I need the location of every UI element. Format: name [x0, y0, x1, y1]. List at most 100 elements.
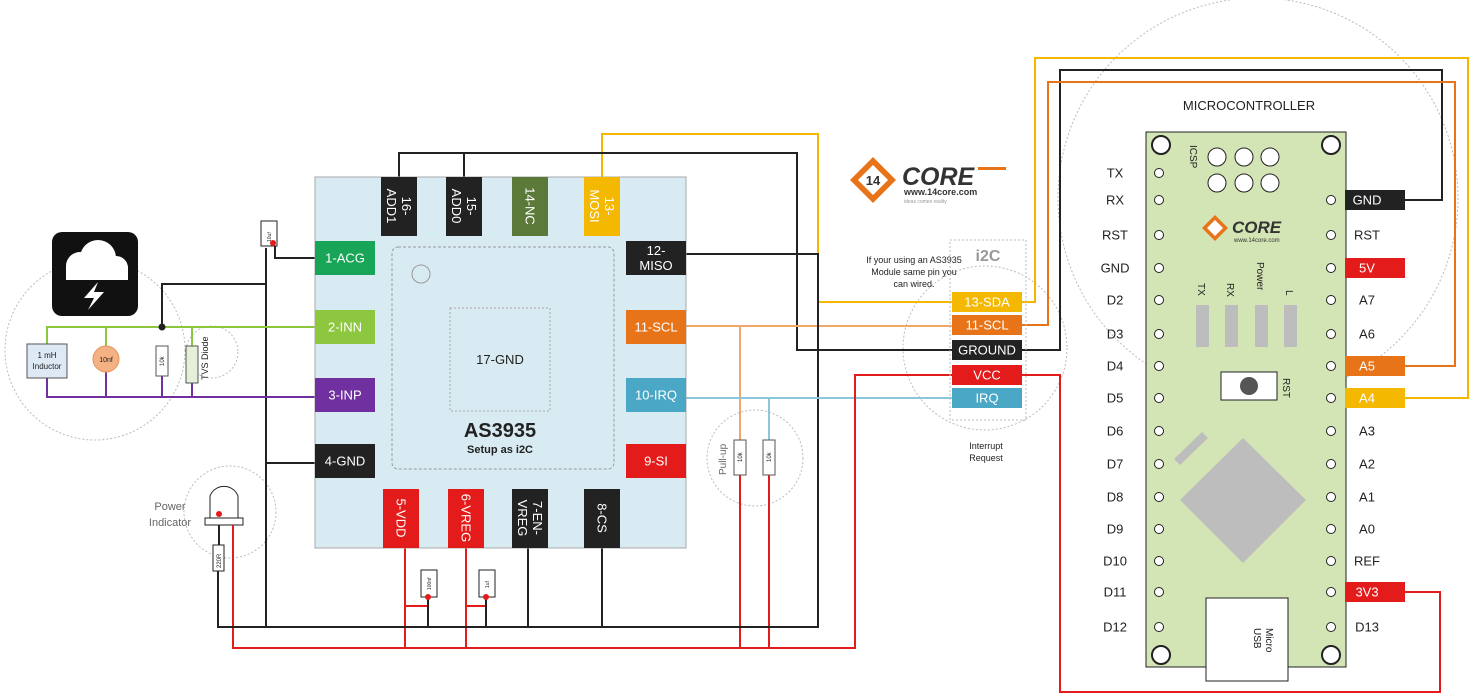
i2c-pin-ground: [952, 340, 1022, 360]
mcu-left-pin-rst: RST: [1102, 228, 1128, 243]
mcu-right-pin-a2: A2: [1359, 457, 1375, 472]
i2c-pin-label: 11-SCL: [965, 318, 1008, 333]
tvs-diode-label: TVS Diode: [200, 336, 210, 380]
mcu-pin-hole: [1326, 587, 1336, 597]
mcu-right-pin-a0: A0: [1359, 522, 1375, 537]
i2c-pin-vcc: [952, 365, 1022, 385]
mcu-pin-hole: [1326, 329, 1336, 339]
led-label-rx: RX: [1224, 283, 1235, 297]
chip-pin-label: 4-GND: [325, 454, 365, 469]
i2c-pin-13-sda: [952, 292, 1022, 312]
mcu-right-pin-a5: A5: [1359, 359, 1375, 374]
tvs-diode: TVS Diode: [185, 336, 210, 384]
chip-pin-label: 16-: [399, 197, 414, 216]
chip-pin-label: 3-INP: [328, 388, 361, 403]
mcu-right-pin-a7: A7: [1359, 293, 1375, 308]
mcu-pin-hole: [1154, 393, 1164, 403]
mcu-pin-highlight-a4: [1345, 388, 1405, 408]
chip-pin-8-cs: [584, 489, 620, 548]
center-pin-label: 17-GND: [476, 352, 524, 367]
mcu-pin-hole: [1326, 230, 1336, 240]
chip-pin-label: VREG: [515, 500, 530, 537]
mcu-right-pin-rst: RST: [1354, 228, 1380, 243]
mcu-pin-hole: [1326, 459, 1336, 469]
chip-pin-label: 9-SI: [644, 454, 668, 469]
i2c-title: i2C: [976, 248, 1001, 265]
chip-pin-label: 15-: [464, 197, 479, 216]
i2c-pin-11-scl: [952, 315, 1022, 335]
icsp-header: [1207, 147, 1280, 193]
irq-note-1: Interrupt: [969, 441, 1003, 451]
chip-pin-label: MOSI: [587, 189, 602, 222]
chip-pin-5-vdd: [383, 489, 419, 548]
mcu-pin-hole: [1326, 393, 1336, 403]
led-label-l: L: [1283, 290, 1294, 296]
i2c-pin-label: 13-SDA: [964, 295, 1010, 310]
power-indicator-label-1: Power: [154, 501, 186, 513]
logo-tagline: ideas comes reality: [904, 199, 947, 205]
chip-pin-label: ADD1: [384, 189, 399, 224]
mcu-right-pin-d13: D13: [1355, 620, 1379, 635]
power-indicator-label-2: Indicator: [149, 517, 192, 529]
mcu-pin-hole: [1154, 459, 1164, 469]
chip-pin-label: 2-INN: [328, 320, 362, 335]
mcu-pin-highlight-a5: [1345, 356, 1405, 376]
microcontroller-board: MICROCONTROLLER ICSP CORE www.14core.com…: [1145, 98, 1347, 682]
mcu-right-pin-a1: A1: [1359, 490, 1375, 505]
led-label-power: Power: [1254, 262, 1265, 291]
capacitor-1uf: 1uf: [478, 569, 496, 600]
mcu-left-pin-d4: D4: [1107, 359, 1124, 374]
mcu-pin-highlight-gnd: [1345, 190, 1405, 210]
chip-pin-label: 14-NC: [522, 187, 537, 225]
i2c-pin-label: VCC: [973, 368, 1000, 383]
chip-pin-14-nc: [512, 177, 548, 236]
board-logo-brand: CORE: [1232, 218, 1282, 237]
logo-brand: CORE: [902, 163, 976, 191]
inductor: 1 mH Inductor: [26, 343, 68, 379]
mcu-pin-hole: [1326, 556, 1336, 566]
icsp-label: ICSP: [1187, 145, 1198, 169]
chip-pin-7-en-vreg: [512, 489, 548, 548]
irq-note-2: Request: [969, 453, 1003, 463]
chip-pin-4-gnd: [315, 444, 375, 478]
chip-pin-label: 12-: [647, 243, 666, 258]
logo-url: www.14core.com: [903, 187, 977, 197]
chip-pin-6-vreg: [448, 489, 484, 548]
inductor-label-2: Inductor: [33, 362, 62, 371]
chip-pin-3-inp: [315, 378, 375, 412]
mcu-pin-hole: [1154, 622, 1164, 632]
mcu-pin-hole: [1154, 524, 1164, 534]
mcu-pin-hole: [1154, 426, 1164, 436]
mcu-pin-hole: [1154, 195, 1164, 205]
capacitor-10uf-label: 10uf: [267, 232, 273, 242]
mcu-pin-hole: [1326, 492, 1336, 502]
mcu-left-pin-d5: D5: [1107, 391, 1124, 406]
chip-pin-15-add0: [446, 177, 482, 236]
mcu-left-pin-rx: RX: [1106, 193, 1124, 208]
chip-pin-label: 10-IRQ: [635, 388, 677, 403]
i2c-pin-label: GROUND: [958, 343, 1016, 358]
mcu-left-pin-d3: D3: [1107, 327, 1124, 342]
mcu-right-pin-gnd: GND: [1353, 193, 1382, 208]
chip-pin-12-miso: [626, 241, 686, 275]
wires: [46, 57, 1469, 693]
mcu-title: MICROCONTROLLER: [1183, 98, 1315, 113]
mcu-pin-hole: [1154, 556, 1164, 566]
chip-pin-16-add1: [381, 177, 417, 236]
mcu-right-pin-a6: A6: [1359, 327, 1375, 342]
pullup-res-2-label: 10k: [767, 451, 773, 462]
mcu-left-pin-tx: TX: [1107, 166, 1124, 181]
chip-pin-13-mosi: [584, 177, 620, 236]
halo-outlines: [4, 0, 1459, 559]
mcu-right-pin-a4: A4: [1359, 391, 1375, 406]
chip-pin-11-scl: [626, 310, 686, 344]
chip-pin-label: 6-VREG: [458, 494, 473, 542]
mcu-pin-hole: [1326, 295, 1336, 305]
i2c-note-3: can wired.: [893, 279, 934, 289]
mcu-pins: TXRXRSTGNDD2D3D4D5D6D7D8D9D10D11D12GNDRS…: [1101, 166, 1405, 635]
mcu-right-pin-a3: A3: [1359, 424, 1375, 439]
usb-label-2: USB: [1251, 628, 1262, 649]
i2c-pin-irq: [952, 388, 1022, 408]
